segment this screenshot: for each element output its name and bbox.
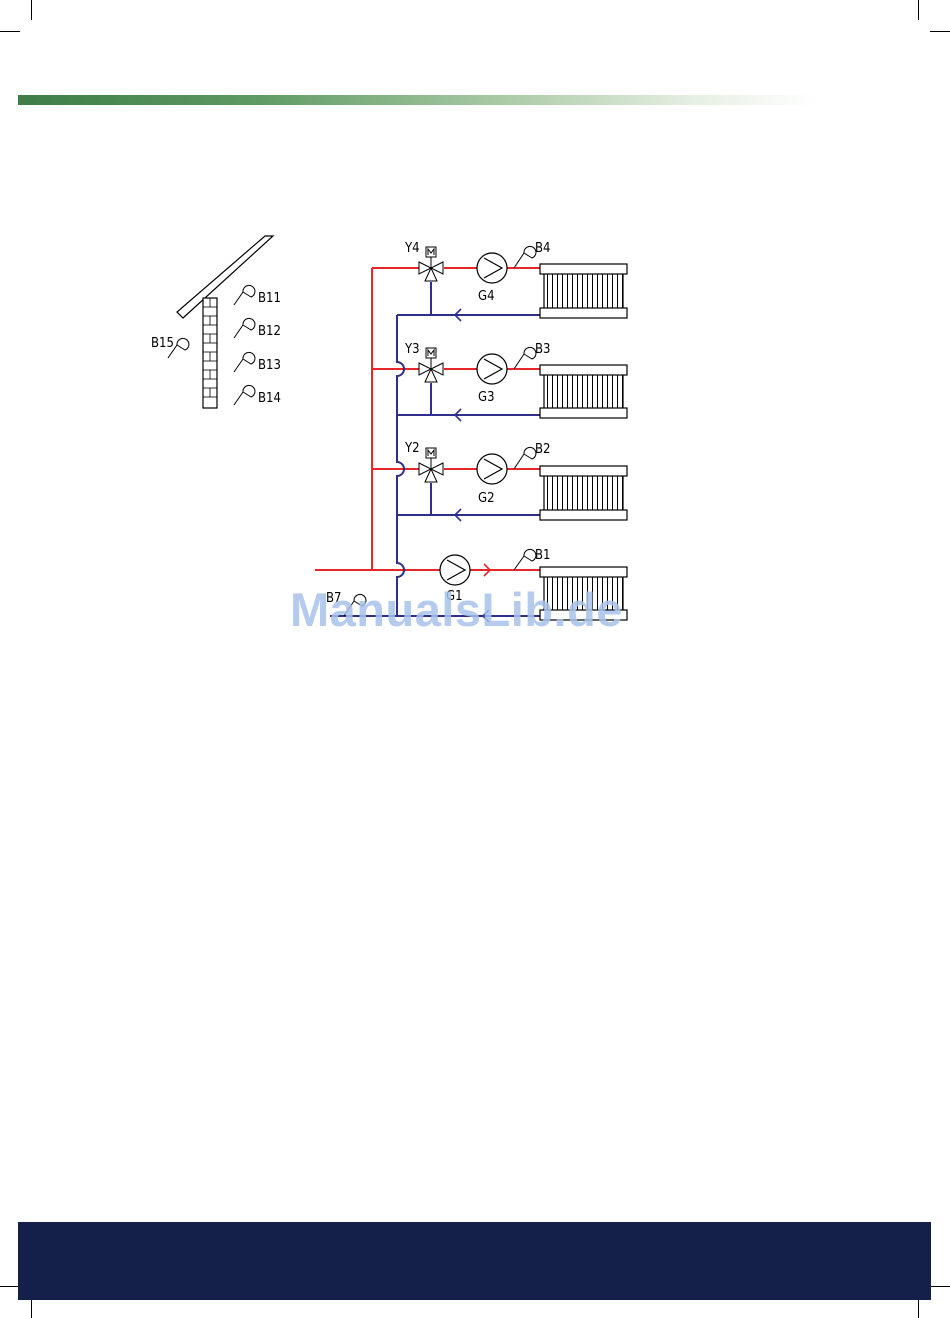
valve-label-y2: Y2 (404, 441, 420, 456)
sensor-label-b4: B4 (535, 241, 550, 256)
sensor-label-b15: B15 (151, 336, 174, 351)
pump-icon (440, 253, 507, 585)
watermark: ManualsLib.de (290, 580, 670, 640)
sensor-label-b2: B2 (535, 442, 550, 457)
sensor-label-b12: B12 (258, 324, 281, 339)
sensor-label-b3: B3 (535, 342, 550, 357)
mixing-valve-y3 (419, 348, 443, 382)
mixing-valve-y2 (419, 448, 443, 482)
valve-label-y4: Y4 (404, 241, 420, 256)
mixing-valve-y4 (419, 247, 443, 281)
sensor-label-b13: B13 (258, 358, 281, 373)
sensor-label-b11: B11 (258, 291, 281, 306)
pump-label-g3: G3 (478, 390, 495, 405)
pump-label-g4: G4 (478, 289, 495, 304)
pump-label-g2: G2 (478, 491, 495, 506)
solar-collector (177, 236, 273, 408)
footer-band (18, 1222, 931, 1300)
sensor-label-b14: B14 (258, 391, 281, 406)
valve-label-y3: Y3 (404, 342, 420, 357)
supply-pipes (315, 268, 540, 570)
radiator-icon (540, 264, 627, 620)
sensor-label-b1: B1 (535, 548, 550, 563)
